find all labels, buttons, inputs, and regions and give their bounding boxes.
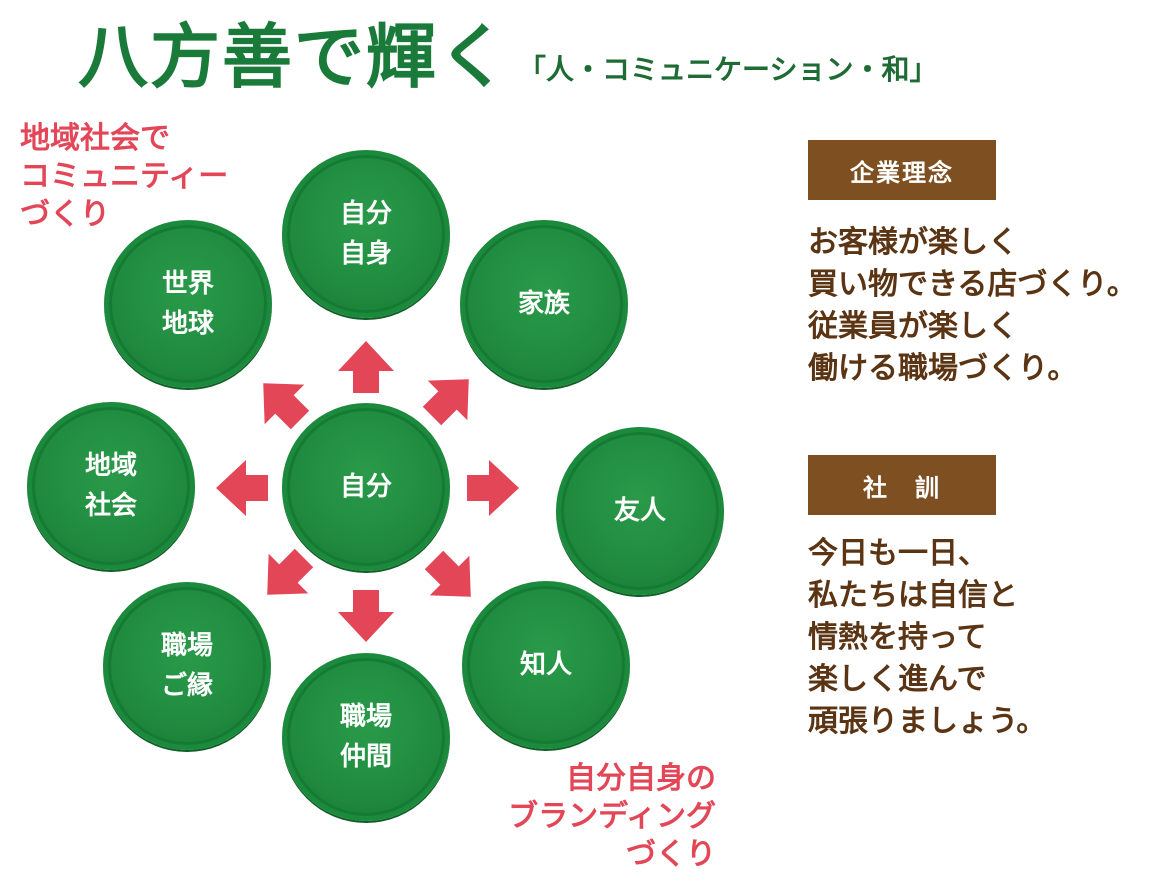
philosophy-badge: 企業理念 (808, 140, 996, 200)
node-workplace-ties: 職場 ご縁 (103, 582, 271, 750)
node-center: 自分 (282, 403, 450, 571)
node-world: 世界 地球 (104, 220, 272, 388)
callout-community: 地域社会で コミュニティー づくり (20, 121, 229, 232)
node-friends-label: 友人 (613, 496, 666, 526)
node-community: 地域 社会 (27, 402, 195, 570)
node-family-label: 家族 (517, 289, 570, 319)
title-subtitle: 「人・コミュニケーション・和」 (518, 53, 938, 86)
motto-text: 今日も一日、 私たちは自信と 情熱を持って 楽しく進んで 頑張りましょう。 (808, 536, 1047, 739)
node-acquaintances: 知人 (462, 581, 630, 749)
callout-branding: 自分自身の ブランディング づくり (508, 761, 716, 872)
node-coworkers: 職場 仲間 (282, 653, 450, 821)
page-title: 八方善で輝く 「人・コミュニケーション・和」 (78, 2, 937, 92)
node-self: 自分 自身 (282, 150, 450, 318)
arrow-up (338, 341, 394, 393)
node-coworkers-label: 職場 仲間 (339, 702, 392, 772)
node-world-label: 世界 地球 (161, 269, 214, 339)
node-center-label: 自分 (339, 472, 392, 502)
philosophy-text: お客様が楽しく 買い物できる店づくり。 従業員が楽しく 働ける職場づくり。 (808, 225, 1137, 386)
node-acquaintances-label: 知人 (519, 650, 572, 680)
arrow-down (338, 590, 394, 642)
node-family: 家族 (460, 220, 628, 388)
arrow-left (216, 460, 268, 516)
arrow-up-right (412, 359, 489, 436)
motto-badge: 社 訓 (808, 455, 996, 515)
node-friends: 友人 (556, 427, 724, 595)
node-community-label: 地域 社会 (84, 451, 137, 521)
arrow-down-right (414, 540, 491, 617)
node-workplace-ties-label: 職場 ご縁 (160, 631, 213, 701)
node-self-label: 自分 自身 (339, 199, 392, 269)
arrow-right (467, 460, 519, 516)
title-main: 八方善で輝く (78, 15, 510, 98)
